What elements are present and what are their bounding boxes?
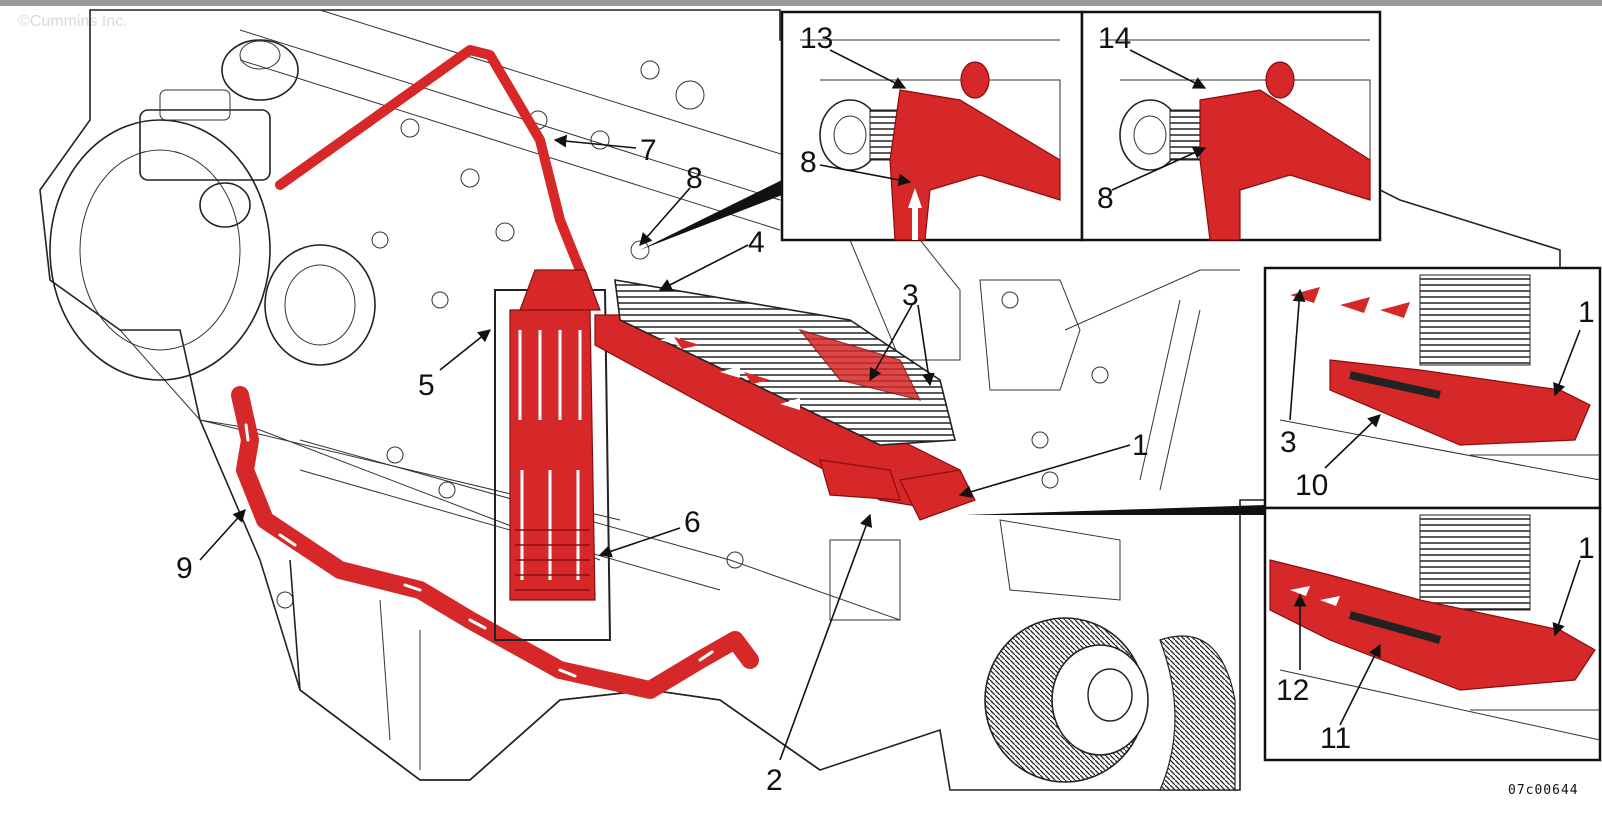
turbocharger bbox=[49, 39, 376, 381]
callout-12: 12 bbox=[1276, 674, 1309, 707]
callout-6: 6 bbox=[684, 506, 701, 539]
callout-2: 2 bbox=[766, 764, 783, 797]
callout-4: 4 bbox=[748, 226, 765, 259]
callout-8-inset-b: 8 bbox=[1097, 182, 1114, 215]
callout-1-inset-c: 1 bbox=[1578, 296, 1595, 329]
callout-13: 13 bbox=[800, 22, 833, 55]
callout-7: 7 bbox=[640, 134, 657, 167]
callout-5: 5 bbox=[418, 369, 435, 402]
inset-panel-a bbox=[780, 10, 1084, 242]
callout-1-inset-d: 1 bbox=[1578, 532, 1595, 565]
figure-code: 07c00644 bbox=[1508, 783, 1579, 798]
callout-8-inset-a: 8 bbox=[800, 146, 817, 179]
callout-labels: 1 2 3 4 5 6 7 8 9 13 14 8 8 1 3 10 1 12 … bbox=[176, 22, 1595, 797]
callout-10: 10 bbox=[1295, 469, 1328, 502]
crankshaft-damper bbox=[984, 617, 1236, 791]
callout-14: 14 bbox=[1098, 22, 1131, 55]
oil-cooler bbox=[614, 279, 957, 446]
turbo-supply-line bbox=[275, 45, 585, 305]
inset-panel-d bbox=[1263, 506, 1602, 762]
leader-lines bbox=[199, 49, 1581, 761]
inset-connector-wedges bbox=[640, 180, 1265, 515]
inset-panel-c bbox=[1263, 266, 1602, 510]
callout-3: 3 bbox=[902, 279, 919, 312]
callout-9: 9 bbox=[176, 552, 193, 585]
callout-11: 11 bbox=[1320, 722, 1351, 755]
copyright-watermark: ©Cummins Inc. bbox=[18, 13, 128, 30]
top-border bbox=[0, 0, 1602, 6]
oil-circuit bbox=[231, 45, 976, 699]
callout-1: 1 bbox=[1132, 429, 1149, 462]
callout-8: 8 bbox=[686, 162, 703, 195]
callout-3-inset-c: 3 bbox=[1280, 426, 1297, 459]
